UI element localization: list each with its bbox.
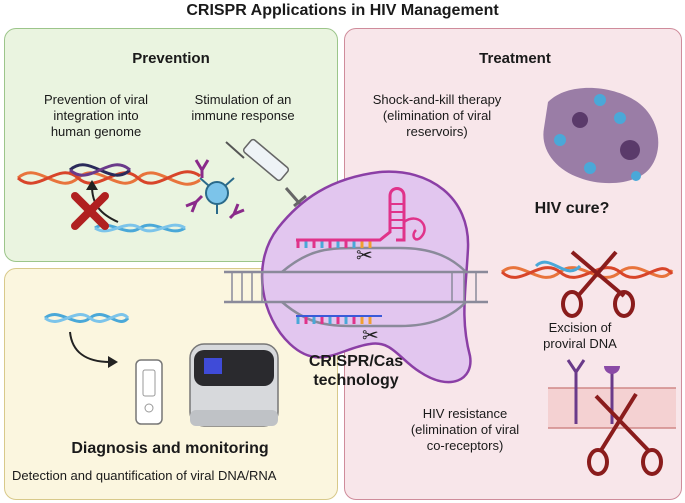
shock-line-2: (elimination of viral	[382, 108, 492, 123]
shock-line-3: reservoirs)	[406, 124, 468, 139]
crispr-cas-line-1: CRISPR/Cas	[308, 353, 404, 370]
resistance-scissors-icon	[587, 392, 663, 476]
treatment-excision-text: Excision of proviral DNA	[520, 320, 640, 352]
excision-scissors-icon	[561, 250, 635, 318]
cut-scissors-icon: ✂ ✂	[356, 243, 379, 347]
curved-arrow-icon	[69, 331, 118, 368]
resistance-line-1: HIV resistance	[422, 406, 508, 421]
svg-text:✂: ✂	[356, 243, 373, 267]
prevention-heading: Prevention	[132, 50, 210, 67]
prevention-integration-text: Prevention of viral integration into hum…	[16, 92, 176, 140]
resistance-line-3: co-receptors)	[426, 438, 504, 453]
analyzer-device-icon	[189, 343, 279, 427]
diagnosis-detection-text: Detection and quantification of viral DN…	[12, 468, 277, 483]
immune-line-2: immune response	[191, 108, 295, 123]
guide-rna-icon	[296, 187, 426, 248]
shock-line-1: Shock-and-kill therapy	[372, 92, 502, 107]
syringe-icon	[225, 138, 307, 208]
treatment-resistance-text: HIV resistance (elimination of viral co-…	[388, 406, 542, 454]
treatment-shock-text: Shock-and-kill therapy (elimination of v…	[356, 92, 518, 140]
hiv-cure-heading: HIV cure?	[534, 200, 610, 217]
crispr-cas-label: CRISPR/Cas technology	[296, 352, 416, 390]
diagnosis-heading: Diagnosis and monitoring	[71, 440, 269, 457]
test-strip-icon	[135, 359, 163, 425]
integration-line-3: human genome	[50, 124, 142, 139]
excision-line-1: Excision of	[548, 320, 612, 335]
viral-reservoir-icon	[543, 87, 659, 184]
crispr-cas-line-2: technology	[313, 372, 399, 389]
svg-text:✂: ✂	[362, 323, 379, 347]
integration-line-1: Prevention of viral	[43, 92, 149, 107]
excision-dna-icon	[500, 260, 674, 279]
figure-title: CRISPR Applications in HIV Management	[186, 2, 499, 19]
prevention-immune-text: Stimulation of an immune response	[178, 92, 308, 124]
immune-cell-icon	[185, 159, 245, 220]
target-strand-icon	[296, 315, 382, 324]
treatment-heading: Treatment	[479, 50, 551, 67]
resistance-line-2: (elimination of viral	[410, 422, 520, 437]
immune-line-1: Stimulation of an	[194, 92, 292, 107]
cas-protein-icon	[260, 170, 472, 384]
cross-icon	[71, 192, 109, 230]
diagnosis-dna-icon	[44, 313, 130, 323]
excision-line-2: proviral DNA	[543, 336, 617, 351]
integration-line-2: integration into	[53, 108, 139, 123]
human-dna-helix-icon	[16, 163, 201, 186]
